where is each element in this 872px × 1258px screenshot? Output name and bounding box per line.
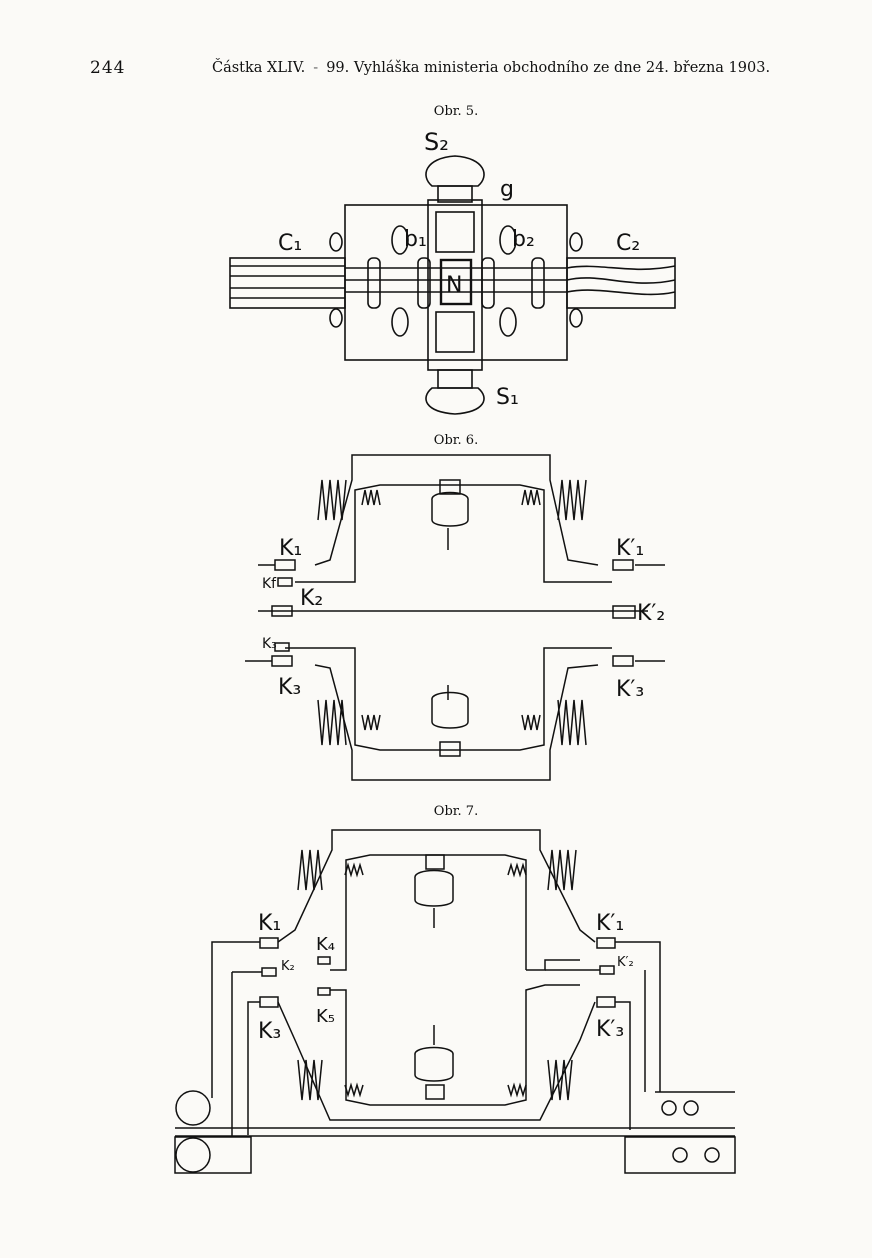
- label-b1: b₁: [404, 227, 427, 252]
- label-k5: K₅: [316, 1006, 335, 1027]
- label-k3-prime: K′₃: [596, 1017, 624, 1042]
- figure-6-diagram: K₁ K′₁ Kf K₂ K′₂ K₃ K₃ K′₃: [245, 454, 665, 781]
- label-k4: K₄: [316, 934, 335, 955]
- label-s2: S₂: [424, 128, 449, 156]
- label-k2-prime: K′₂: [637, 601, 665, 626]
- label-c1: C₁: [278, 231, 302, 256]
- figure-5-caption: Obr. 5.: [433, 104, 479, 119]
- label-k3: K₃: [278, 675, 301, 700]
- label-g: g: [500, 177, 514, 202]
- figure-7-caption: Obr. 7.: [433, 804, 479, 819]
- label-k2-prime: K′₂: [617, 955, 634, 970]
- label-k1: K₁: [258, 911, 281, 936]
- label-k2: K₂: [300, 586, 323, 611]
- part-label: Částka XLIV.: [212, 60, 306, 76]
- label-k1-prime: K′₁: [616, 536, 644, 561]
- figure-6-caption: Obr. 6.: [433, 433, 479, 448]
- figure-5-diagram: S₂ g C₁ b₁ b₂ C₂ N S₁: [229, 128, 676, 415]
- label-s1: S₁: [496, 385, 519, 410]
- label-c2: C₂: [616, 231, 640, 256]
- label-k3: K₃: [258, 1019, 281, 1044]
- page-number: 244: [90, 58, 126, 78]
- label-k1: K₁: [279, 536, 302, 561]
- label-k3-small: K₃: [262, 636, 277, 652]
- document-title: 99. Vyhláška ministeria obchodního ze dn…: [326, 60, 771, 76]
- label-n: N: [446, 273, 462, 298]
- label-b2: b₂: [512, 227, 535, 252]
- figure-7-diagram: K₁ K′₁ K₂ K′₂ K₃ K′₃ K₄ K₅: [174, 829, 736, 1174]
- label-kf: Kf: [262, 576, 277, 592]
- label-k2: K₂: [281, 959, 295, 974]
- label-k1-prime: K′₁: [596, 911, 624, 936]
- label-k3-prime: K′₃: [616, 677, 644, 702]
- running-head: Částka XLIV.-99. Vyhláška ministeria obc…: [212, 60, 771, 76]
